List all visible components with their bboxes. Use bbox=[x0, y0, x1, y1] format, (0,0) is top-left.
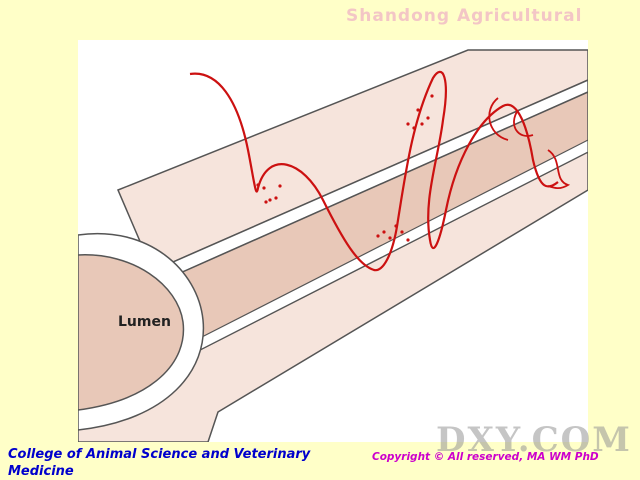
vessel-diagram: Lumen bbox=[78, 40, 588, 442]
nerve-fiber-loop bbox=[488, 97, 534, 141]
vessel-end-lumen bbox=[78, 254, 185, 411]
lumen-label: Lumen bbox=[118, 314, 171, 330]
nerve-fiber-end bbox=[547, 149, 571, 190]
college-credit: College of Animal Science and Veterinary… bbox=[8, 447, 311, 479]
page-title: Shandong Agricultural bbox=[346, 6, 583, 26]
watermark: DXY.COM bbox=[436, 420, 632, 460]
copyright-notice: Copyright © All reserved, MA WM PhD bbox=[372, 451, 599, 463]
nerve-endings bbox=[256, 94, 434, 242]
vessel-illustration: Lumen bbox=[78, 49, 588, 442]
outer-wall-bottom bbox=[78, 151, 588, 442]
